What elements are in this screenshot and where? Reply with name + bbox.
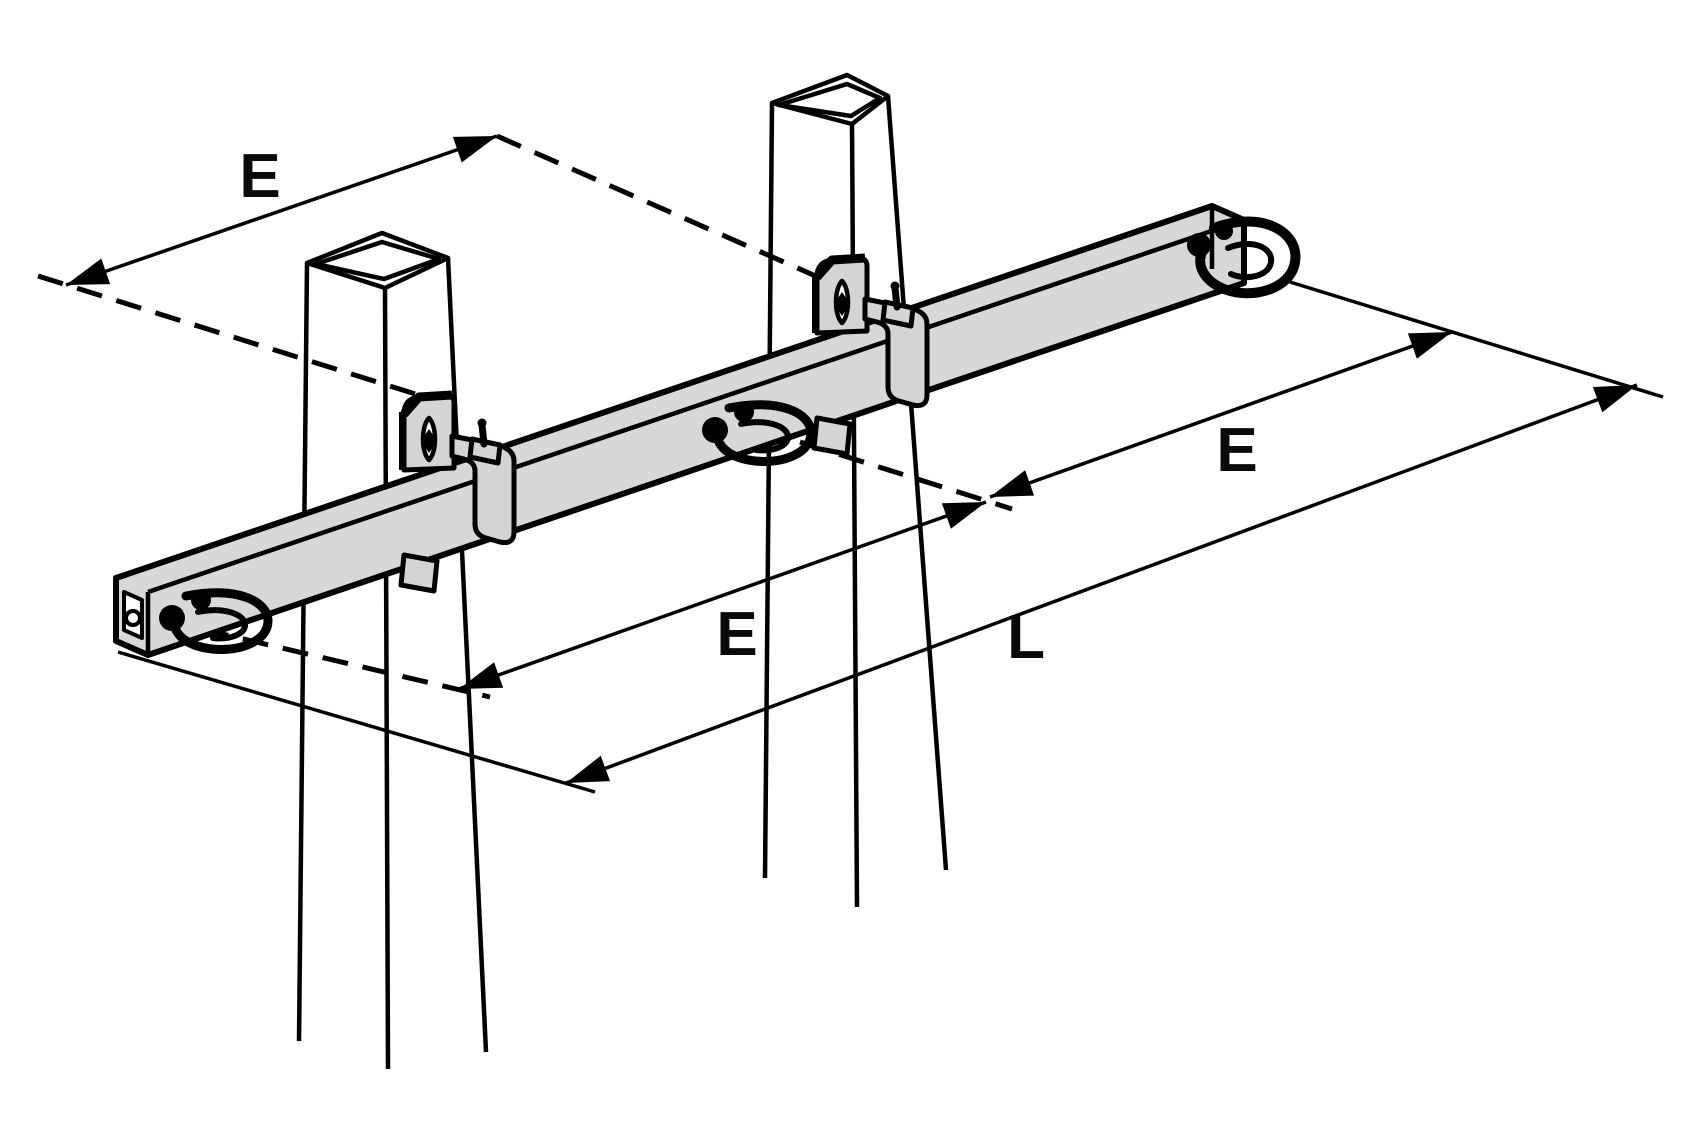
leader-lines <box>117 280 1664 794</box>
eye-bolt-left <box>159 588 273 654</box>
shackle-ring-inner <box>1225 241 1275 281</box>
crossbar <box>113 203 1247 658</box>
clamp-right-bolt-pin <box>891 284 901 311</box>
clamp-right-bolt-diamond <box>834 292 850 316</box>
eye-bolt-middle-loop-inner <box>738 419 791 454</box>
post-right-edge-left <box>762 102 775 879</box>
clamp-right-lower-tab <box>811 415 853 457</box>
label-e-right: E <box>1216 416 1257 485</box>
dimension-line-e-middle <box>458 500 987 691</box>
dimension-line-e-top <box>65 134 498 287</box>
clamp-left-bolt-pin <box>478 421 488 448</box>
clamp-right-plate-top-edge <box>813 253 866 280</box>
clamp-right-bolt-head <box>880 299 916 329</box>
label-e-top: E <box>239 142 280 211</box>
post-left-top-inner-rim <box>313 239 442 282</box>
crossbar-body <box>113 203 1247 658</box>
post-right <box>762 72 949 908</box>
arrowhead-e-right-right <box>1407 332 1452 359</box>
arrowhead-e-middle-left <box>459 662 504 689</box>
extension-dashed-right-post <box>495 133 854 295</box>
post-right-top-inner-rim <box>776 81 883 119</box>
clamp-left-bolt-head <box>467 436 503 466</box>
dimension-line-l <box>565 383 1638 785</box>
leader-line-left-end <box>117 650 596 794</box>
post-right-edge-right <box>885 95 949 871</box>
clamp-post-right <box>811 253 930 457</box>
shackle-ring-outer <box>1195 216 1301 299</box>
clamp-post-left <box>398 390 517 594</box>
label-e-middle: E <box>716 600 757 669</box>
dimension-labels: E E E L <box>239 142 1257 672</box>
clamp-left-bolt-pin-tip <box>477 418 487 428</box>
arrowhead-e-top-left <box>66 258 111 285</box>
post-left-edge-right <box>445 257 489 1053</box>
clamp-left-lower-tab <box>398 552 440 594</box>
dimension-lines <box>65 134 1638 785</box>
leader-line-right-end <box>1289 280 1664 399</box>
arrowhead-l-right <box>1592 385 1637 413</box>
extension-dashed-left-post <box>37 273 426 400</box>
extension-dashed-middle-eye <box>799 439 1013 512</box>
post-left-edge-front <box>382 287 391 1070</box>
clamp-left-bolt-diamond <box>421 429 437 453</box>
arrowhead-l-left <box>566 755 611 783</box>
post-right-edge-front <box>849 123 860 908</box>
eye-bolt-middle <box>702 400 816 466</box>
arrowhead-e-middle-right <box>941 502 986 529</box>
crossbar-top-front-edge <box>147 217 1245 595</box>
arrowhead-e-top-right <box>452 136 497 163</box>
shackle-right-end <box>1187 216 1301 299</box>
post-left <box>296 230 489 1070</box>
eye-bolt-left-loop-inner <box>195 607 248 642</box>
eye-bolt-middle-loop-outer <box>712 400 816 466</box>
clamp-left-plate-top-edge <box>400 390 453 417</box>
dimension-line-e-right <box>989 330 1453 499</box>
arrowhead-e-right-left <box>990 470 1035 497</box>
eye-bolt-left-loop-outer <box>169 588 273 654</box>
crossbar-left-cap-rod <box>124 609 142 627</box>
clamp-right-bolt-pin-tip <box>890 281 900 291</box>
label-l: L <box>1007 603 1045 672</box>
